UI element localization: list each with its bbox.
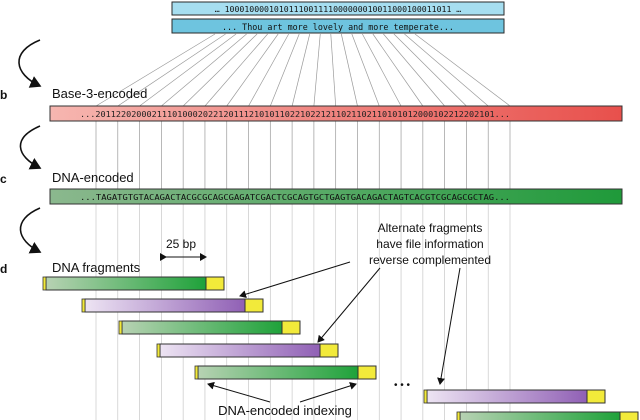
fan-line bbox=[161, 33, 247, 107]
fragment-cap bbox=[423, 389, 428, 404]
annotation-arrow bbox=[299, 382, 357, 403]
index-segment bbox=[586, 389, 606, 404]
fragment-cap bbox=[81, 298, 86, 313]
fan-line bbox=[291, 33, 311, 107]
fan-line bbox=[372, 33, 424, 107]
green-fragment bbox=[459, 411, 621, 420]
step-title-d: DNA fragments bbox=[52, 260, 141, 275]
bp-scale-label: 25 bp bbox=[166, 237, 197, 251]
fragments bbox=[42, 276, 639, 420]
purple-fragment bbox=[159, 343, 321, 358]
fan-line bbox=[226, 33, 279, 107]
step-title-c: DNA-encoded bbox=[52, 170, 134, 185]
fan-line bbox=[95, 33, 216, 107]
fan-line bbox=[117, 33, 226, 107]
fan-line bbox=[139, 33, 237, 107]
binary-sequence: … 10001000010101110011110000000100110001… bbox=[215, 4, 462, 14]
fan-line bbox=[330, 33, 337, 107]
text-bar bbox=[171, 18, 505, 34]
purple-fragment bbox=[426, 389, 588, 404]
fan-line bbox=[393, 33, 467, 107]
binary-bar bbox=[171, 1, 505, 16]
purple-fragment bbox=[84, 298, 246, 313]
fragment-cap bbox=[456, 411, 461, 420]
base3-bar bbox=[49, 105, 623, 122]
green-fragment bbox=[197, 365, 359, 380]
fan-line bbox=[340, 33, 358, 107]
green-fragment bbox=[45, 276, 207, 291]
index-segment bbox=[281, 320, 301, 335]
annotation-arrow bbox=[317, 267, 381, 343]
step-letter-c: c bbox=[0, 172, 7, 186]
fan-line bbox=[182, 33, 258, 107]
alternate-note-line-3: reverse complemented bbox=[368, 253, 492, 267]
dna-sequence: ...TAGATGTGTACAGACTACGCGCAGCGAGATCGACTCG… bbox=[80, 192, 510, 202]
step-title-b: Base-3-encoded bbox=[52, 86, 148, 101]
fan-line bbox=[248, 33, 289, 107]
fragment-cap bbox=[118, 320, 123, 335]
fan-line bbox=[204, 33, 268, 107]
fan-line bbox=[414, 33, 511, 107]
alternate-fragments-note: Alternate fragments have file informatio… bbox=[355, 220, 505, 268]
fan-line bbox=[313, 33, 321, 107]
alternate-note-line-1: Alternate fragments bbox=[377, 221, 483, 235]
green-fragment bbox=[121, 320, 283, 335]
fan-line bbox=[404, 33, 489, 107]
fan-line bbox=[383, 33, 445, 107]
fragment-cap bbox=[42, 276, 47, 291]
source-text: ... Thou art more lovely and more temper… bbox=[222, 22, 454, 32]
index-segment bbox=[205, 276, 225, 291]
fan-line bbox=[351, 33, 380, 107]
step-letter-b: b bbox=[0, 88, 8, 102]
index-segment bbox=[619, 411, 639, 420]
step-letter-d: d bbox=[0, 262, 8, 276]
step-arrow-d bbox=[19, 207, 42, 254]
step-arrow-b bbox=[18, 39, 42, 88]
annotation-arrow bbox=[207, 381, 271, 403]
step-arrow-c bbox=[19, 125, 42, 170]
indexing-note: DNA-encoded indexing bbox=[218, 403, 352, 418]
annotation-arrows bbox=[207, 261, 461, 403]
base3-sequence: ...2011220200021110100020221201112101011… bbox=[80, 109, 510, 119]
fan-line bbox=[362, 33, 402, 107]
index-segment bbox=[319, 343, 339, 358]
index-segment bbox=[357, 365, 377, 380]
alternate-note-line-2: have file information bbox=[376, 237, 484, 251]
index-segment bbox=[244, 298, 264, 313]
dna-bar bbox=[49, 188, 623, 205]
fan-line bbox=[269, 33, 300, 107]
fragment-cap bbox=[194, 365, 199, 380]
annotation-arrow bbox=[437, 267, 461, 385]
fragment-cap bbox=[156, 343, 161, 358]
ellipsis: • • • bbox=[393, 380, 411, 391]
annotation-arrow bbox=[239, 261, 351, 299]
